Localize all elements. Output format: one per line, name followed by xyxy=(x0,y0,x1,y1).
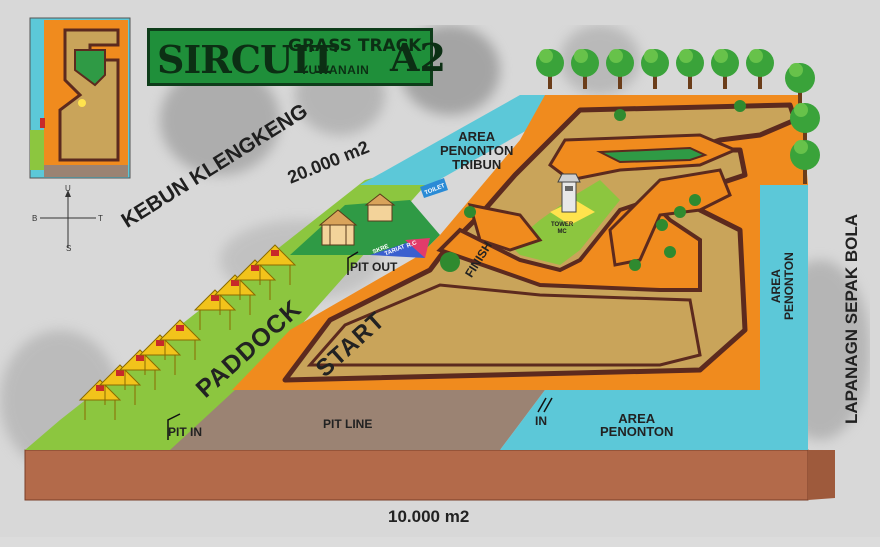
label-pit-in: PIT IN xyxy=(168,425,203,439)
stage-triangle-red xyxy=(405,238,430,258)
title-code: A2 xyxy=(390,35,446,80)
area-penonton-right-zone xyxy=(760,185,808,390)
paddock-tents xyxy=(78,244,297,420)
label-area-10000: 10.000 m2 xyxy=(388,507,470,526)
compass: U S B T xyxy=(32,184,104,256)
tree-icon xyxy=(785,63,815,104)
infield-trees xyxy=(440,100,746,272)
compass-south: S xyxy=(66,244,72,253)
label-area-penonton-right-2: PENONTON xyxy=(782,252,796,320)
label-tribun: AREA PENONTON TRIBUN xyxy=(440,130,513,172)
tent-icon xyxy=(158,319,202,360)
tent-icon xyxy=(118,349,162,390)
tree-icon xyxy=(790,140,820,184)
tree-row xyxy=(536,49,820,184)
gazebo-icon xyxy=(318,209,358,246)
tent-icon xyxy=(213,274,257,315)
tent-icon xyxy=(98,364,142,405)
minimap xyxy=(29,17,131,179)
tree-icon xyxy=(641,49,669,89)
label-tribun-3: TRIBUN xyxy=(452,157,502,172)
area-penonton-bottom-zone xyxy=(500,390,808,450)
compass-west: B xyxy=(32,214,38,223)
area-tribun-zone xyxy=(360,95,545,185)
compass-north: U xyxy=(65,184,71,193)
label-pit-line: PIT LINE xyxy=(323,417,373,431)
label-area-penonton-bottom: AREA PENONTON xyxy=(600,412,673,438)
title-location: YUWANAIN xyxy=(300,63,370,77)
tent-icon xyxy=(138,334,182,375)
base-right-face xyxy=(808,450,835,500)
right-loop xyxy=(608,168,732,267)
tent-icon xyxy=(193,289,237,330)
label-tribun-2: PENONTON xyxy=(440,143,514,158)
s-curve xyxy=(467,203,543,252)
gate-marker-pit-in xyxy=(167,413,181,440)
label-tribun-1: AREA xyxy=(458,129,496,144)
inner-loop-green xyxy=(596,146,708,164)
label-lapangan: LAPANAGN SEPAK BOLA xyxy=(842,214,861,424)
label-area-penonton-bottom-2: PENONTON xyxy=(600,424,674,439)
bottom-strip xyxy=(0,537,880,547)
label-tower-2: MC xyxy=(557,229,567,235)
gate-marker-in xyxy=(537,397,553,413)
base-front-face xyxy=(24,449,809,501)
tower-icon xyxy=(557,173,581,213)
title-banner: SIRCUIT GRASS TRACK YUWANAIN A2 xyxy=(147,28,446,86)
tree-icon xyxy=(536,49,564,89)
label-area-penonton-right: AREA PENONTON xyxy=(769,252,796,320)
tree-icon xyxy=(676,49,704,89)
label-pit-out: PIT OUT xyxy=(350,260,398,274)
tree-icon xyxy=(711,49,739,89)
title-main: SIRCUIT xyxy=(157,37,337,82)
infield-green xyxy=(510,180,620,265)
label-area-penonton-bottom-1: AREA xyxy=(618,411,656,426)
toilet-box xyxy=(420,178,448,198)
tree-icon xyxy=(746,49,774,89)
start-inner xyxy=(306,283,702,367)
compass-icon xyxy=(40,190,96,248)
tree-icon xyxy=(790,103,820,146)
pit-line-zone xyxy=(170,390,545,450)
label-in: IN xyxy=(535,414,547,428)
compass-east: T xyxy=(98,214,103,223)
gazebo-icon xyxy=(364,193,396,222)
tent-icon xyxy=(253,244,297,285)
tree-icon xyxy=(606,49,634,89)
tree-icon xyxy=(571,49,599,89)
gate-marker-pit-out xyxy=(347,251,359,275)
tent-icon xyxy=(233,259,277,300)
label-tower: TOWER MC xyxy=(551,222,573,236)
label-tower-1: TOWER xyxy=(551,222,574,228)
tent-icon xyxy=(78,379,122,420)
title-subtitle: GRASS TRACK xyxy=(288,36,422,56)
